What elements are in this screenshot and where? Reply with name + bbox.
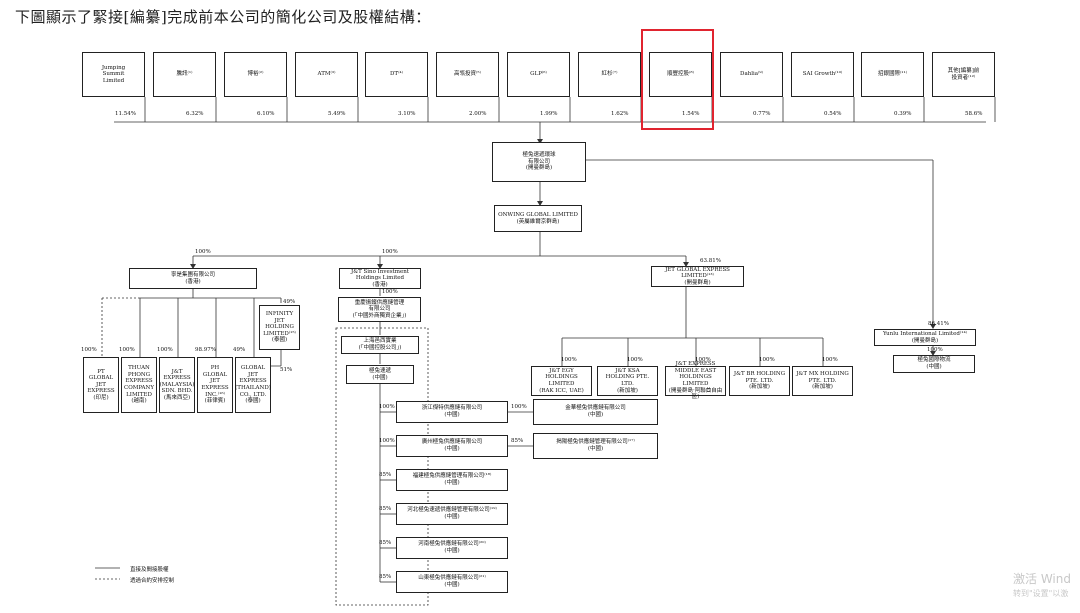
prc-sub-sub-pct: 85%: [511, 438, 524, 444]
sea-sub-box: PH GLOBAL JET EXPRESS INC.⁽¹⁶⁾ (菲律賓): [197, 357, 233, 413]
yunlu-sub-pct: 100%: [927, 347, 943, 353]
prc-sub-box: 山東極兔供應鏈有限公司⁽²¹⁾ (中國): [396, 571, 508, 593]
shareholder-pct: 0.54%: [824, 111, 842, 117]
page-heading: 下圖顯示了緊接[編纂]完成前本公司的簡化公司及股權結構：: [15, 8, 431, 26]
jet-sub-box: J&T BR HOLDING PTE. LTD. (新加坡): [729, 366, 790, 396]
shareholder-box: 其他[編纂]前 投資者⁽¹²⁾: [932, 52, 995, 97]
sino-pct: 100%: [382, 249, 398, 255]
prc-sub-sub-box: 金華極兔供應鏈有限公司 (中國): [533, 399, 658, 425]
sea-sub-box: THUAN PHONG EXPRESS COMPANY LIMITED (越南): [121, 357, 157, 413]
hk-pct: 100%: [195, 249, 211, 255]
shareholder-box: ATM⁽³⁾: [295, 52, 358, 97]
shareholder-pct: 1.54%: [682, 111, 700, 117]
prc-sub-sub-pct: 100%: [511, 404, 527, 410]
sea-sub-pct: 98.97%: [195, 347, 216, 353]
prc-sub-pct: 85%: [379, 540, 392, 546]
prc-sub-sub-box: 揭陽極兔供應鏈管理有限公司⁽¹⁷⁾ (中國): [533, 433, 658, 459]
prc-sub-pct: 85%: [379, 506, 392, 512]
sea-sub-box: J&T EXPRESS (MALAYSIA) SDN. BHD. (馬來西亞): [159, 357, 195, 413]
wfoe-pct: 100%: [382, 289, 398, 295]
shareholder-box: 博裕⁽²⁾: [224, 52, 287, 97]
jet-sub-box: J&T EGY HOLDINGS LIMITED (RAK ICC, UAE): [531, 366, 592, 396]
jet-box: JET GLOBAL EXPRESS LIMITED⁽¹³⁾ (開曼群島): [651, 266, 744, 287]
jet-sub-pct: 100%: [695, 357, 711, 363]
shareholder-box: GLP⁽⁶⁾: [507, 52, 570, 97]
shareholder-box: 招銀國際⁽¹¹⁾: [861, 52, 924, 97]
jet-sub-pct: 100%: [561, 357, 577, 363]
shareholder-pct: 0.39%: [894, 111, 912, 117]
jet-sub-box: J&T EXPRESS MIDDLE EAST HOLDINGS LIMITED…: [665, 361, 726, 400]
sea-sub-box: PT GLOBAL JET EXPRESS (印尼): [83, 357, 119, 413]
jet-sub-box: J&T MX HOLDING PTE. LTD. (新加坡): [792, 366, 853, 396]
shareholder-box: 紅杉⁽⁷⁾: [578, 52, 641, 97]
yunlu-pct: 86.41%: [928, 321, 949, 327]
shareholder-pct: 2.00%: [469, 111, 487, 117]
hk-box: 寧是集團有限公司 (香港): [129, 268, 257, 289]
sino-box: J&T Sino Investment Holdings Limited (香港…: [339, 268, 421, 289]
prc-sub-pct: 85%: [379, 574, 392, 580]
prc-sub-pct: 100%: [379, 404, 395, 410]
prc-sub-box: 河北極兔速遞供應鏈管理有限公司⁽¹⁹⁾ (中國): [396, 503, 508, 525]
shareholder-pct: 11.54%: [115, 111, 136, 117]
shanghai-box: 上海邑西實業 (「中國控股公司」): [341, 336, 419, 354]
sea-sub-pct: 49%: [233, 347, 246, 353]
infinity-pct: 49%: [283, 299, 296, 305]
shareholder-pct: 0.77%: [753, 111, 771, 117]
jet-sub-pct: 100%: [759, 357, 775, 363]
sea-sub-pct: 100%: [119, 347, 135, 353]
jitu-box: 極兔速遞 (中國): [346, 365, 414, 384]
wfoe-box: 重慶振鐵供應鏈管理 有限公司 (「中國外商獨資企業」): [338, 297, 421, 322]
activation-watermark-sub: 转到"设置"以激: [1013, 589, 1069, 598]
shareholder-box: 順豐控股⁽⁸⁾: [649, 52, 712, 97]
shareholder-box: DT⁽⁴⁾: [365, 52, 428, 97]
sea-sub-pct: 100%: [157, 347, 173, 353]
infinity-pct2: 51%: [280, 367, 293, 373]
legend-dashed: 透過合約安排控制: [130, 578, 175, 584]
shareholder-pct: 1.62%: [611, 111, 629, 117]
prc-sub-box: 福建極兔供應鏈管理有限公司⁽¹⁸⁾ (中國): [396, 469, 508, 491]
jet-sub-pct: 100%: [627, 357, 643, 363]
company-box: 極兔速遞環球 有限公司 (開曼群島): [492, 142, 586, 182]
shareholder-pct: 58.6%: [965, 111, 983, 117]
prc-sub-box: 廣州極兔供應鏈有限公司 (中國): [396, 435, 508, 457]
prc-sub-box: 河南極兔供應鏈有限公司⁽²⁰⁾ (中國): [396, 537, 508, 559]
shareholder-box: 高瓴投資⁽⁵⁾: [436, 52, 499, 97]
shareholder-pct: 3.10%: [398, 111, 416, 117]
shareholder-box: 騰訊⁽¹⁾: [153, 52, 216, 97]
onwing-box: ONWING GLOBAL LIMITED (英屬維爾京群島): [494, 205, 582, 232]
shareholder-pct: 1.99%: [540, 111, 558, 117]
prc-sub-pct: 85%: [379, 472, 392, 478]
shareholder-box: Jumping Summit Limited: [82, 52, 145, 97]
shareholder-box: Dahlia⁽⁹⁾: [720, 52, 783, 97]
shareholder-box: SAI Growth⁽¹⁰⁾: [791, 52, 854, 97]
sea-sub-pct: 100%: [81, 347, 97, 353]
prc-sub-pct: 100%: [379, 438, 395, 444]
shareholder-pct: 6.32%: [186, 111, 204, 117]
prc-sub-box: 浙江傑特供應鏈有限公司 (中國): [396, 401, 508, 423]
yunlu-sub-box: 極兔國際物流 (中國): [893, 355, 975, 373]
jet-sub-box: J&T KSA HOLDING PTE. LTD. (新加坡): [597, 366, 658, 396]
shareholder-pct: 6.10%: [257, 111, 275, 117]
infinity-box: INFINITY JET HOLDING LIMITED⁽¹⁵⁾ (泰國): [259, 305, 300, 350]
jet-sub-pct: 100%: [822, 357, 838, 363]
sea-sub-box: GLOBAL JET EXPRESS (THAILAND) CO., LTD. …: [235, 357, 271, 413]
shareholder-pct: 5.49%: [328, 111, 346, 117]
jet-pct: 63.81%: [700, 258, 721, 264]
legend-solid: 直接及間接股權: [130, 567, 169, 573]
highlight-frame: [641, 29, 714, 130]
activation-watermark-title: 激活 Wind: [1013, 572, 1071, 586]
yunlu-box: Yunlu International Limited⁽¹⁴⁾ (開曼群島): [874, 329, 976, 346]
